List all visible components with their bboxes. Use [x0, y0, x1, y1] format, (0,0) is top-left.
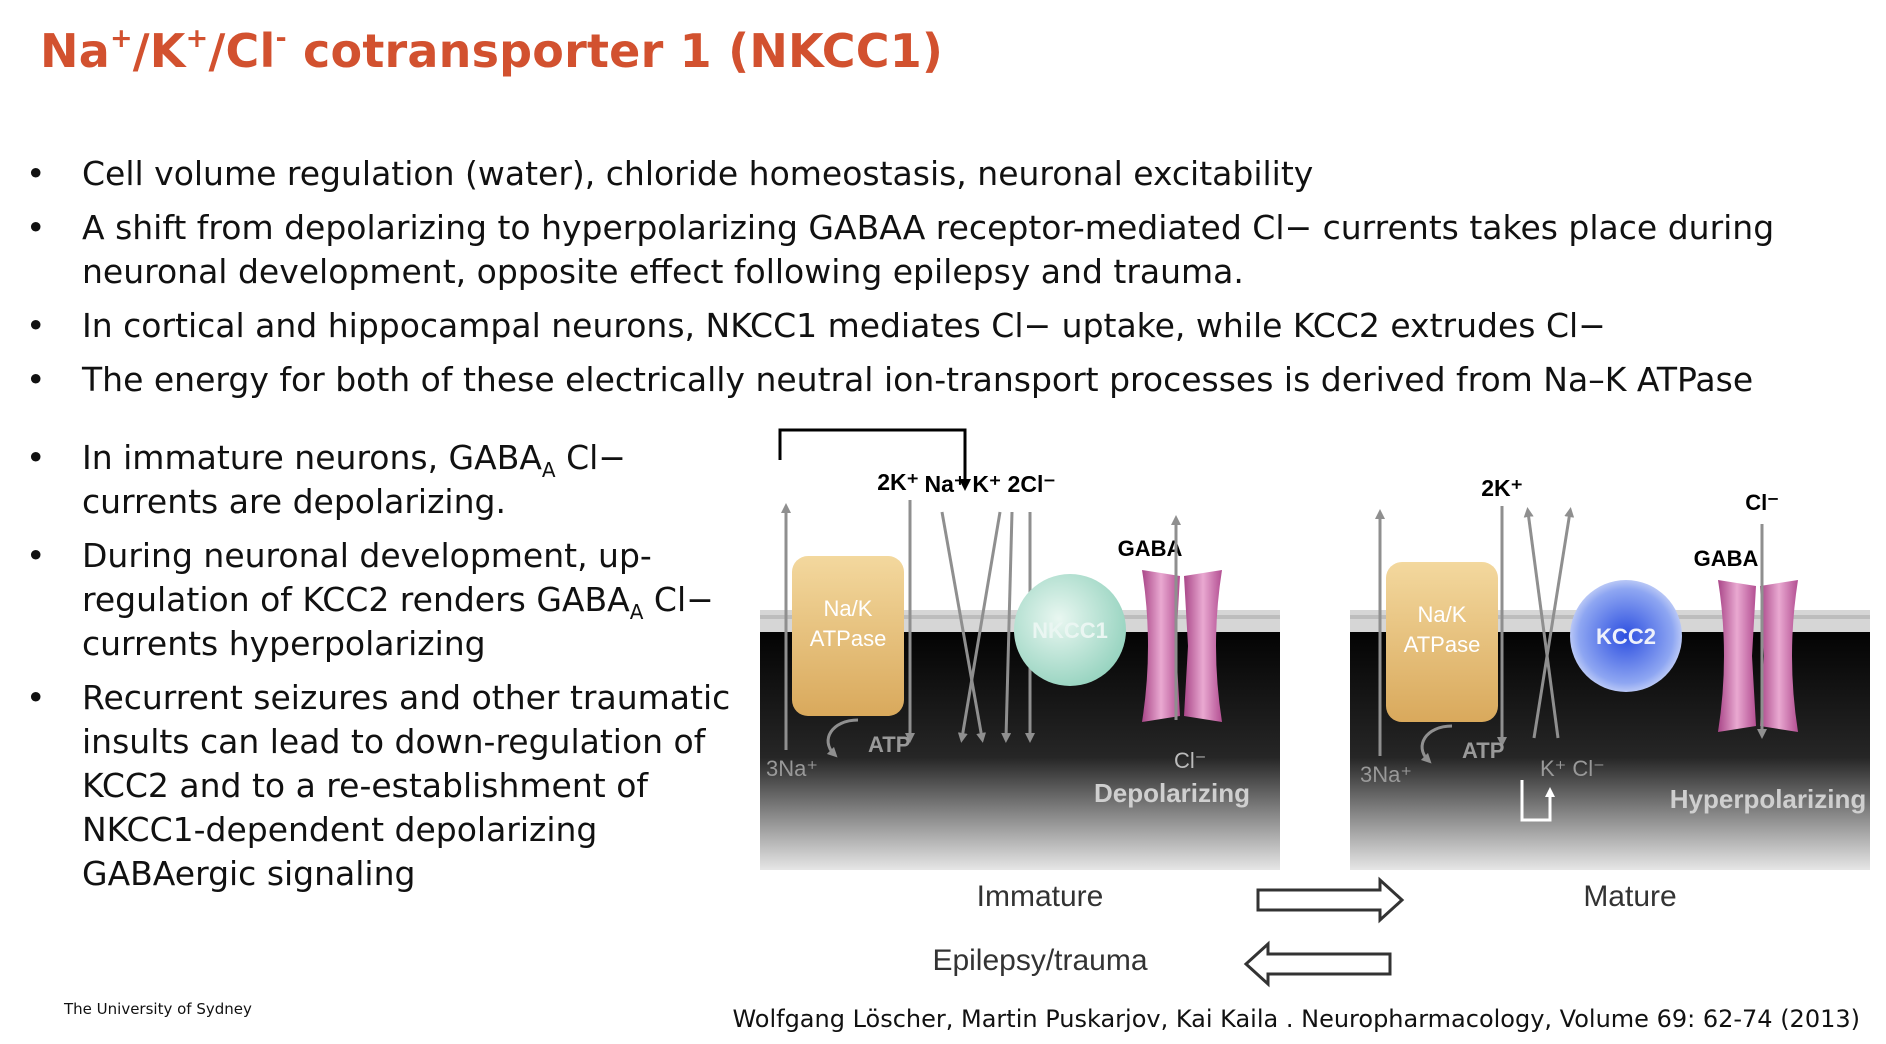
reverse-arrow [1243, 940, 1392, 988]
bullet-text: In immature neurons, GABA [82, 438, 542, 477]
mature-label: Mature [1583, 880, 1676, 913]
bullet-dot: • [26, 438, 46, 477]
recycle-arrow [778, 428, 971, 491]
left-panel-immature: Na/K ATPase 2K⁺ Na⁺ K⁺ 2Cl⁻ NKCC1 GABA A… [760, 428, 1280, 870]
bullet-text: The energy for both of these electricall… [82, 360, 1754, 399]
nkcc1-label: NKCC1 [1032, 618, 1108, 643]
title-ion-k: K [149, 24, 186, 78]
title-ion-na: Na [40, 24, 110, 78]
gaba-channel-subunit [1760, 580, 1798, 732]
cotransported-ions-label: Na⁺ K⁺ 2Cl⁻ [924, 471, 1055, 497]
figure-svg: Na/K ATPase 2K⁺ Na⁺ K⁺ 2Cl⁻ NKCC1 GABA A… [760, 428, 1870, 988]
bullet-item: • During neuronal development, up-regulat… [26, 534, 746, 666]
gaba-channel-subunit [1718, 580, 1756, 732]
gaba-channel-subunit [1142, 570, 1180, 722]
bullet-item: • Cell volume regulation (water), chlorid… [26, 152, 1846, 196]
na-k-atpase [792, 556, 904, 716]
bullet-text: Recurrent seizures and other traumatic i… [82, 678, 731, 893]
title-separator: / [208, 24, 226, 78]
k-cotrans-arrow [957, 511, 1002, 743]
bullet-text: In cortical and hippocampal neurons, NKC… [82, 306, 1606, 345]
cl-ion-label: Cl⁻ [1174, 748, 1206, 773]
subscript: A [541, 458, 556, 482]
k-efflux-arrow [1523, 507, 1560, 739]
depolarizing-label: Depolarizing [1094, 778, 1250, 808]
cl-ion-label: Cl⁻ [1745, 490, 1779, 515]
pump-label: Na/K [1418, 602, 1467, 627]
right-panel-mature: Na/K ATPase 2K⁺ KCC2 Cl⁻ GABA ATP 3Na⁺ K… [1350, 475, 1870, 870]
kcc2-label: KCC2 [1596, 624, 1656, 649]
title-sup-k: + [185, 23, 209, 54]
kcc2-transporter [1570, 580, 1682, 692]
na-ion-label: 3Na⁺ [1360, 762, 1412, 787]
bullet-text: Cl− currents are depolarizing. [82, 438, 626, 521]
gaba-label: GABA [1694, 546, 1759, 571]
bullet-dot: • [26, 154, 46, 193]
kcl-ion-label: K⁺ Cl⁻ [1540, 756, 1605, 781]
nkcc1-transporter [1014, 574, 1126, 686]
pump-label: ATPase [810, 626, 887, 651]
gaba-label: GABA [1118, 536, 1183, 561]
k-ion-label: 2K⁺ [877, 469, 919, 495]
bullet-item: • In cortical and hippocampal neurons, NK… [26, 304, 1846, 348]
na-influx-arrow [940, 511, 987, 743]
bullet-dot: • [26, 360, 46, 399]
bullet-text: Cell volume regulation (water), chloride… [82, 154, 1314, 193]
citation: Wolfgang Löscher, Martin Puskarjov, Kai … [732, 1005, 1860, 1033]
cl-cotrans-arrow [1001, 511, 1014, 743]
atp-arrow [826, 718, 859, 758]
epilepsy-trauma-label: Epilepsy/trauma [932, 944, 1147, 977]
title-sup-cl: - [275, 23, 287, 54]
hyperpolarizing-label: Hyperpolarizing [1670, 784, 1866, 814]
bullet-text: During neuronal development, up-regulati… [82, 536, 652, 619]
bullet-item: • In immature neurons, GABAA Cl− currents… [26, 436, 746, 524]
na-k-atpase [1386, 562, 1498, 722]
bullet-text: A shift from depolarizing to hyperpolari… [82, 208, 1775, 291]
pump-label: ATPase [1404, 632, 1481, 657]
gaba-channel-subunit [1184, 570, 1222, 722]
bullet-text: Cl− currents hyperpolarizing [82, 580, 714, 663]
title-ion-cl: Cl [225, 24, 276, 78]
bullet-dot: • [26, 306, 46, 345]
bullet-dot: • [26, 208, 46, 247]
bullet-item: • A shift from depolarizing to hyperpolar… [26, 206, 1846, 294]
subscript: A [629, 600, 644, 624]
institution-footer: The University of Sydney [64, 1000, 252, 1018]
left-bullet-list: •In immature neurons, GABAA Cl− currents… [26, 436, 746, 906]
bullet-dot: • [26, 536, 46, 575]
immature-label: Immature [977, 880, 1104, 913]
top-bullet-list: • Cell volume regulation (water), chlorid… [26, 152, 1846, 412]
title-text: cotransporter 1 (NKCC1) [286, 24, 944, 78]
atp-label: ATP [868, 732, 910, 757]
na-ion-label: 3Na⁺ [766, 756, 818, 781]
bullet-dot: • [26, 678, 46, 717]
bullet-item: • The energy for both of these electrical… [26, 358, 1846, 402]
nkcc1-kcc2-figure: Na/K ATPase 2K⁺ Na⁺ K⁺ 2Cl⁻ NKCC1 GABA A… [750, 420, 1870, 990]
title-separator: / [132, 24, 150, 78]
pump-label: Na/K [824, 596, 873, 621]
forward-arrow [1256, 876, 1405, 924]
k-ion-label: 2K⁺ [1481, 475, 1523, 501]
atp-label: ATP [1462, 738, 1504, 763]
title-sup-na: + [109, 23, 133, 54]
k-recycle-arrow [1520, 780, 1555, 822]
slide-title: Na+/K+/Cl- cotransporter 1 (NKCC1) [40, 24, 943, 78]
bullet-item: • Recurrent seizures and other traumatic … [26, 676, 746, 896]
cl-efflux-arrow [1532, 507, 1575, 739]
atp-arrow [1420, 724, 1453, 764]
